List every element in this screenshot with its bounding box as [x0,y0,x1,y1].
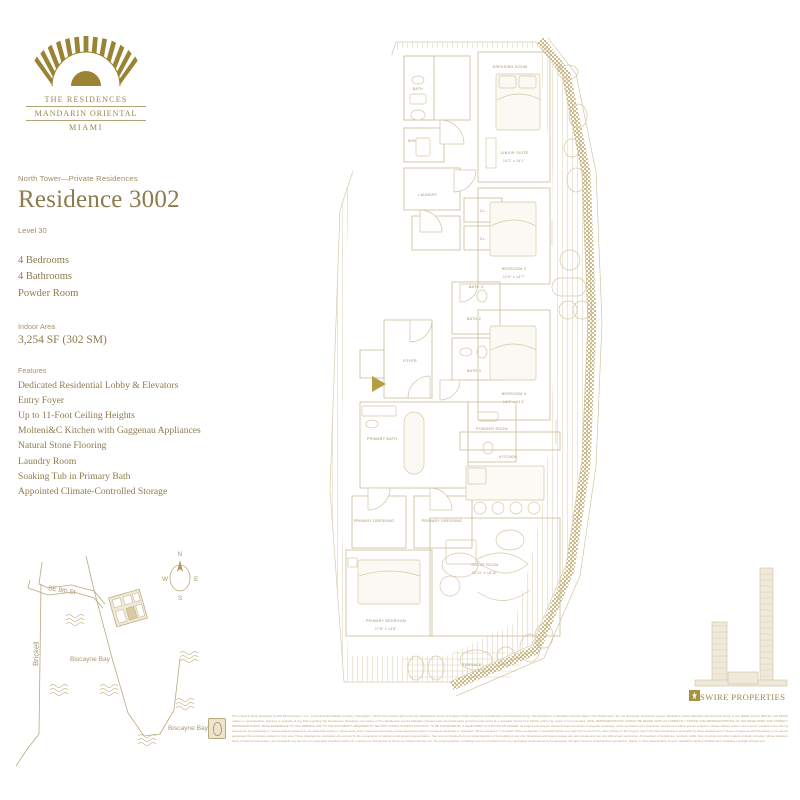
level-label: Level 30 [18,226,47,235]
list-item: Dedicated Residential Lobby & Elevators [18,379,179,391]
room-label-closet-2: CL. [480,237,487,241]
features-label: Features [18,365,47,375]
room-label-wd: W/D [408,139,416,143]
compass-s: S [178,595,182,602]
floor-plan: DRESSING ROOM BATH W/D LAUNDRY CL. CL. J… [300,20,720,720]
room-dims-junior-suite: 14'2" x 16'1" [503,159,526,163]
room-dims-bedroom-3: 12'6" x 14'7" [503,275,526,279]
list-item: Soaking Tub in Primary Bath [18,470,131,482]
map-label-street: SE 8th St [47,585,76,596]
spec-powder-room: Powder Room [18,287,79,299]
list-item: Molteni&C Kitchen with Gaggenau Applianc… [18,425,201,437]
disclaimer-text: This project is being developed by 200 S… [232,714,788,743]
map-label-bay-2: Biscayne Bay [168,725,209,732]
room-label-bath-2: BATH 2 [467,317,481,321]
compass-w: W [162,576,169,583]
page-title: Residence 3002 [18,186,180,213]
room-label-powder-room: POWDER ROOM [476,427,508,431]
swire-properties-label: SWIRE PROPERTIES [700,692,786,702]
map-property-block [108,588,148,628]
room-dims-bedroom-4: 13'4" x 14'4" [503,400,526,404]
info-column: THE RESIDENCES MANDARIN ORIENTAL MIAMI N… [18,28,218,499]
logo-line-mandarin: MANDARIN ORIENTAL [26,107,146,121]
room-label-primary-dressing-2: PRIMARY DRESSING [422,519,463,523]
room-dims-primary-bedroom: 17'8" x 13'8" [375,627,398,631]
spec-bathrooms: 4 Bathrooms [18,271,72,283]
spec-bedrooms: 4 Bedrooms [18,255,70,266]
room-label-primary-bedroom: PRIMARY BEDROOM [366,619,406,623]
list-item: Laundry Room [18,455,77,467]
swire-logo-icon [689,690,700,701]
room-label-bath-4: BATH 4 [469,285,483,289]
door-swings [367,119,479,511]
fan-logo-icon [31,28,141,90]
room-label-foyer: FOYER [403,359,417,363]
equal-housing-seal-icon [208,718,226,739]
room-label-kitchen: KITCHEN [499,455,517,459]
room-label-bedroom-4: BEDROOM 4 [502,392,526,396]
indoor-area-value: 3,254 SF (302 SM) [18,333,107,346]
swire-buildings-graphic [690,560,795,710]
site-map-graphic: SE 8th St Brickell [15,551,209,767]
logo-line-miami: MIAMI [69,123,103,132]
room-label-terrace: TERRACE [462,663,482,667]
logo-line-residences: THE RESIDENCES [26,95,146,107]
room-label-primary-bath: PRIMARY BATH [367,437,397,441]
list-item: Appointed Climate-Controlled Storage [18,485,168,497]
list-item: Entry Foyer [18,394,65,406]
room-label-primary-dressing-1: PRIMARY DRESSING [354,519,395,523]
balcony-railing [450,37,603,697]
compass-rose: N E S W [162,551,198,602]
site-map: SE 8th St Brickell [8,538,213,768]
tower-eyebrow: North Tower—Private Residences [18,174,138,183]
entry-arrow-icon [372,376,386,392]
room-label-junior-suite: JUNIOR SUITE [500,151,529,155]
indoor-area-label: Indoor Area [18,321,56,331]
compass-e: E [194,576,198,583]
room-dims-great-room: 24'11" x 18'10" [472,571,499,575]
features-list: Dedicated Residential Lobby & Elevators … [18,378,218,499]
room-label-great-room: GREAT ROOM [471,563,498,567]
list-item: Natural Stone Flooring [18,440,107,452]
room-label-bath: BATH [413,87,424,91]
brand-logo: THE RESIDENCES MANDARIN ORIENTAL MIAMI [26,28,146,132]
room-label-closet-1: CL. [480,209,487,213]
list-item: Up to 11-Foot Ceiling Heights [18,410,135,422]
room-label-bath-3: BATH 3 [467,369,481,373]
furniture [347,64,592,681]
map-label-bay-1: Biscayne Bay [70,656,111,663]
compass-n: N [178,551,183,558]
map-label-brickell: Brickell [31,641,41,666]
room-label-laundry: LAUNDRY [418,193,438,197]
room-label-bedroom-3: BEDROOM 3 [502,267,526,271]
room-label-dressing-room: DRESSING ROOM [493,65,528,69]
